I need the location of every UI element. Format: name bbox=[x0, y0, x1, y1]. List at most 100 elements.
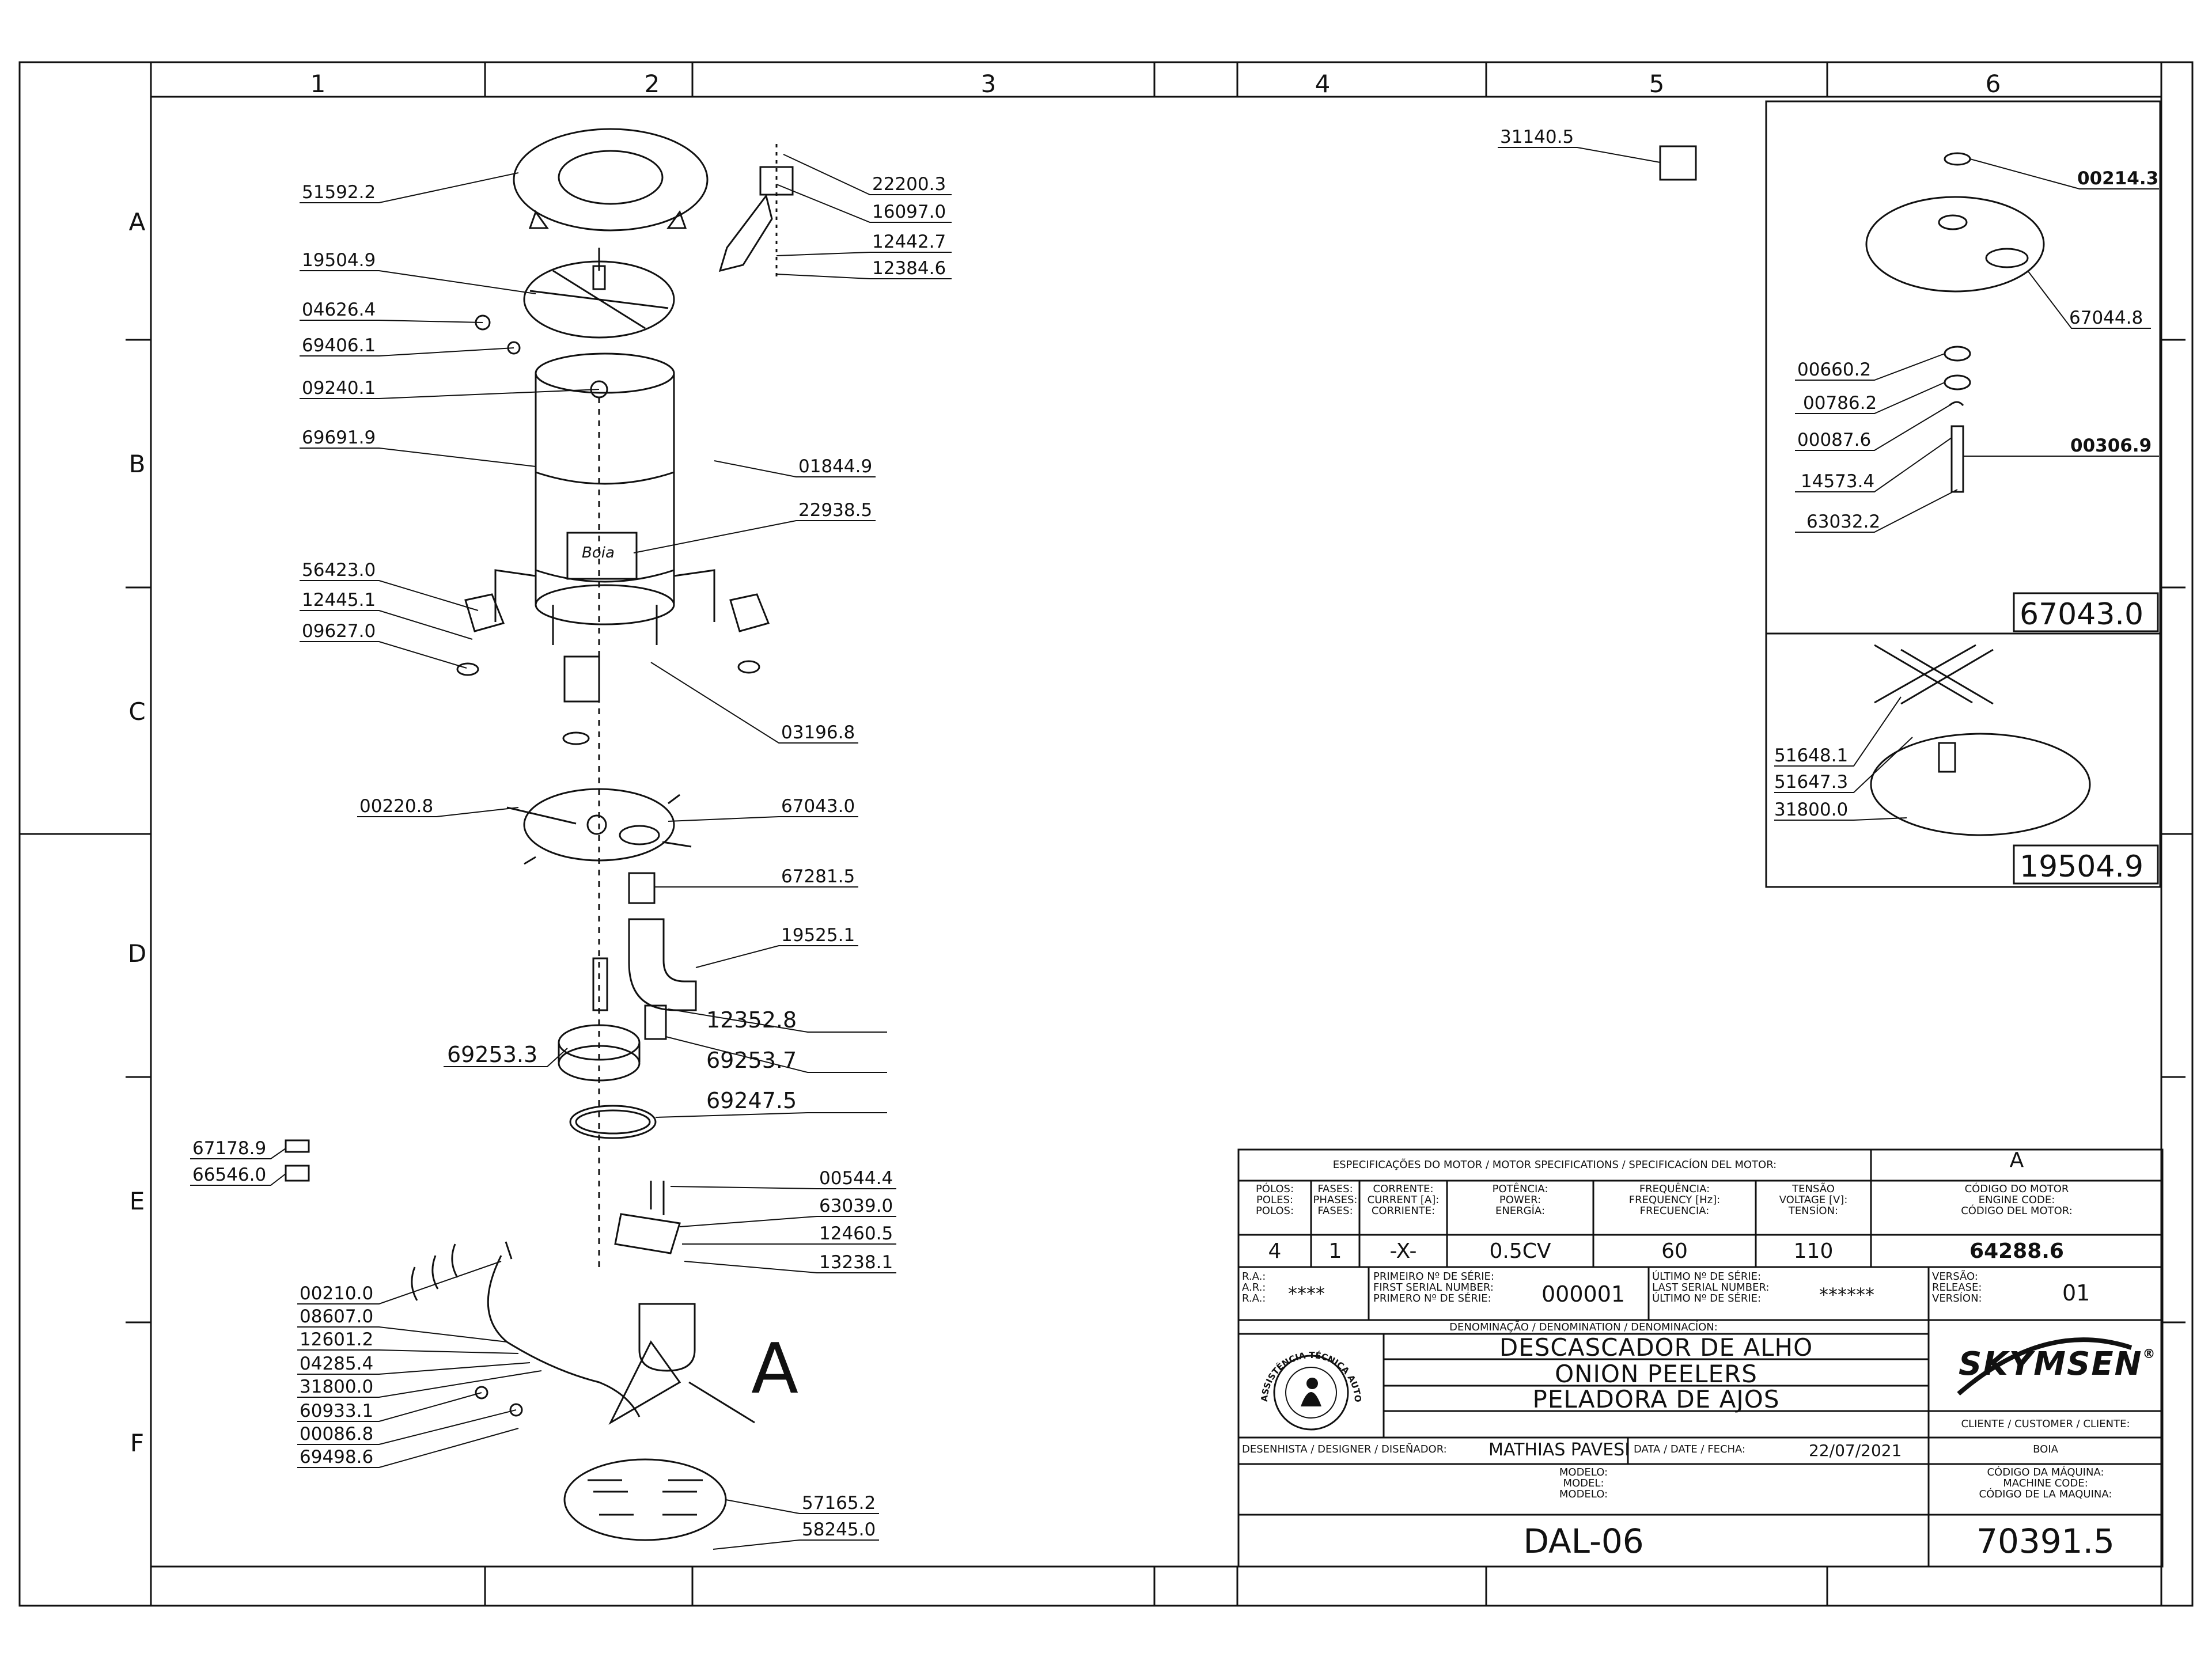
callout-left: 12445.1 bbox=[302, 590, 376, 610]
callout-left: 04626.4 bbox=[302, 299, 376, 320]
callout-right: 12352.8 bbox=[706, 1007, 797, 1033]
product-name-pt: DESCASCADOR DE ALHO bbox=[1499, 1333, 1813, 1362]
designer-label: DESENHISTA / DESIGNER / DISEÑADOR: bbox=[1242, 1443, 1447, 1455]
release-value: 01 bbox=[2062, 1280, 2090, 1306]
detail-panel bbox=[1765, 100, 2161, 888]
callout-top: 31140.5 bbox=[1500, 127, 1574, 147]
grid-row-f: F bbox=[130, 1429, 144, 1457]
val-frequencia: 60 bbox=[1661, 1239, 1688, 1263]
date-value: 22/07/2021 bbox=[1809, 1441, 1902, 1460]
val-tensao: 110 bbox=[1793, 1239, 1834, 1263]
motor-specs-header: ESPECIFICAÇÕES DO MOTOR / MOTOR SPECIFIC… bbox=[1332, 1159, 1777, 1171]
seal-text: ASSISTÊNCIA TÉCNICA AUTORIZADA bbox=[1250, 1337, 1363, 1402]
drum-top bbox=[535, 352, 675, 394]
inner-border bbox=[150, 96, 2162, 1568]
detail-a-callout: 00660.2 bbox=[1797, 359, 1871, 380]
last-serial-value: ****** bbox=[1819, 1284, 1874, 1306]
callout-left: 69253.3 bbox=[447, 1042, 537, 1067]
callout-right: 69253.7 bbox=[706, 1048, 797, 1073]
detail-a-callout: 00306.9 bbox=[2070, 435, 2152, 456]
detail-b-callout: 51648.1 bbox=[1774, 745, 1848, 766]
machine-code-value: 70391.5 bbox=[1976, 1522, 2115, 1561]
part-31140-5 bbox=[1659, 145, 1697, 181]
support-feet bbox=[464, 593, 770, 632]
grid-col-2: 2 bbox=[645, 70, 660, 98]
detail-a-shaft bbox=[1950, 425, 1964, 493]
col-potencia-label: POTÊNCIA:POWER:ENERGÍA: bbox=[1492, 1183, 1548, 1217]
callout-left: 60933.1 bbox=[300, 1401, 373, 1421]
val-polos: 4 bbox=[1268, 1239, 1282, 1263]
grid-row-e: E bbox=[130, 1187, 145, 1215]
detail-a-id: 67043.0 bbox=[2020, 597, 2143, 632]
callout-left: 09627.0 bbox=[302, 621, 376, 642]
callout-left: 00210.0 bbox=[300, 1283, 373, 1304]
lid-ring bbox=[513, 128, 709, 232]
callout-right: 12442.7 bbox=[872, 232, 946, 252]
callout-right: 67281.5 bbox=[781, 866, 855, 887]
detail-a-callout: 63032.2 bbox=[1806, 511, 1880, 532]
callout-right: 67043.0 bbox=[781, 796, 855, 817]
callout-right: 13238.1 bbox=[819, 1252, 893, 1273]
detail-a-callout: 67044.8 bbox=[2069, 308, 2143, 328]
callout-right: 69247.5 bbox=[706, 1088, 797, 1113]
drum-body bbox=[535, 373, 675, 604]
title-block bbox=[1237, 1148, 2164, 1568]
grid-col-1: 1 bbox=[310, 70, 326, 98]
callout-right: 12460.5 bbox=[819, 1223, 893, 1244]
callout-left: 19504.9 bbox=[302, 250, 376, 271]
detail-a-callout: 14573.4 bbox=[1801, 471, 1874, 492]
callout-right: 01844.9 bbox=[798, 456, 872, 477]
grid-row-d: D bbox=[128, 939, 146, 968]
val-corrente: -X- bbox=[1389, 1239, 1417, 1263]
callout-right: 00544.4 bbox=[819, 1168, 893, 1189]
machine-code-labels: CÓDIGO DA MÁQUINA:MACHINE CODE:CÓDIGO DE… bbox=[1979, 1466, 2112, 1500]
callout-right: 16097.0 bbox=[872, 202, 946, 222]
callout-left: 12601.2 bbox=[300, 1329, 373, 1350]
denomination-header: DENOMINAÇÃO / DENOMINATION / DENOMINACÍO… bbox=[1449, 1321, 1718, 1333]
last-serial-labels: ÚLTIMO Nº DE SÉRIE:LAST SERIAL NUMBER:ÚL… bbox=[1652, 1271, 1770, 1304]
product-name-es: PELADORA DE AJOS bbox=[1532, 1385, 1780, 1413]
callout-right: 03196.8 bbox=[781, 722, 855, 743]
col-fases-label: FASES:PHASES:FASES: bbox=[1313, 1183, 1358, 1217]
left-callouts: 51592.2 19504.9 04626.4 69406.1 09240.1 … bbox=[192, 182, 537, 1467]
client-label: CLIENTE / CUSTOMER / CLIENTE: bbox=[1961, 1418, 2130, 1430]
belt bbox=[569, 1105, 657, 1139]
grid-row-a: A bbox=[129, 208, 146, 236]
detail-a-callout: 00214.3 bbox=[2077, 168, 2158, 189]
callout-left: 69498.6 bbox=[300, 1447, 373, 1467]
col-corrente-label: CORRENTE:CURRENT [A]:CORRIENTE: bbox=[1367, 1183, 1440, 1217]
base-plate bbox=[523, 788, 675, 862]
first-serial-value: 000001 bbox=[1541, 1281, 1626, 1307]
first-serial-labels: PRIMEIRO Nº DE SÉRIE:FIRST SERIAL NUMBER… bbox=[1373, 1271, 1494, 1304]
brand-logo: SKYMSEN® bbox=[1959, 1345, 2157, 1383]
detail-a-callout: 00786.2 bbox=[1803, 393, 1877, 414]
revision-letter: A bbox=[2009, 1148, 2024, 1172]
callout-left: 00220.8 bbox=[359, 796, 433, 817]
callout-right: 19525.1 bbox=[781, 925, 855, 946]
callout-right: 22200.3 bbox=[872, 174, 946, 195]
bottom-grille bbox=[563, 1458, 727, 1541]
authorized-service-seal: ASSISTÊNCIA TÉCNICA AUTORIZADA bbox=[1250, 1337, 1363, 1431]
val-codigo-motor: 64288.6 bbox=[1969, 1239, 2064, 1263]
callout-right: 63039.0 bbox=[819, 1196, 893, 1216]
callout-right: 12384.6 bbox=[872, 258, 946, 279]
grid-col-6: 6 bbox=[1986, 70, 2001, 98]
motor bbox=[638, 1303, 696, 1372]
svg-text:ASSISTÊNCIA TÉCNICA AUTORIZADA: ASSISTÊNCIA TÉCNICA AUTORIZADA bbox=[1250, 1337, 1363, 1402]
detail-b-disc bbox=[1870, 733, 2091, 836]
grid-col-4: 4 bbox=[1315, 70, 1331, 98]
power-cable bbox=[487, 1255, 641, 1417]
callout-left: 00086.8 bbox=[300, 1424, 373, 1444]
elbow bbox=[628, 918, 697, 1011]
callout-right: 22938.5 bbox=[798, 500, 872, 521]
callout-left: 51592.2 bbox=[302, 182, 376, 203]
brand-name: SKYMSEN bbox=[1959, 1345, 2143, 1383]
grid-col-5: 5 bbox=[1649, 70, 1665, 98]
small-pulley bbox=[644, 1004, 667, 1040]
model-value: DAL-06 bbox=[1523, 1522, 1644, 1561]
brand-mark: ® bbox=[2142, 1347, 2157, 1362]
detail-a-callout: 00087.6 bbox=[1797, 430, 1871, 450]
grid-row-b: B bbox=[129, 450, 146, 478]
